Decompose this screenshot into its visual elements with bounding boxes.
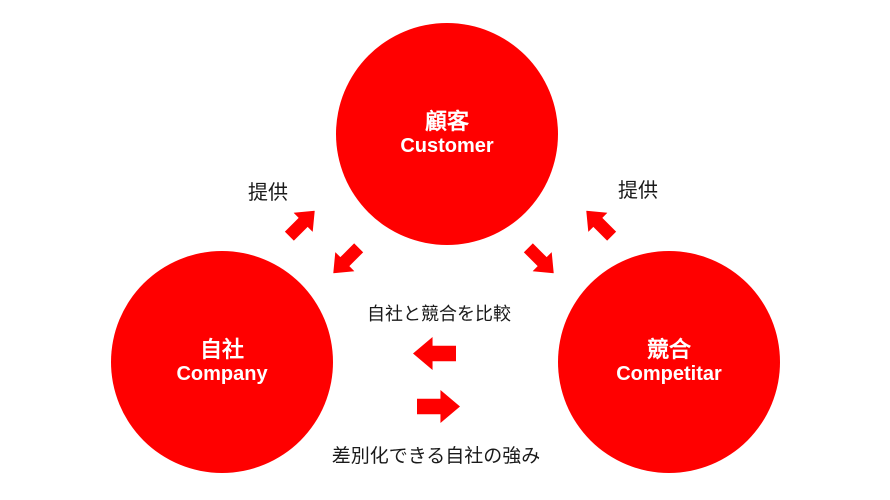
company-label-jp: 自社: [199, 337, 244, 362]
block-arrow-up-right-icon: [280, 201, 325, 246]
block-arrow-down-right-icon: [519, 238, 564, 283]
strength-label: 差別化できる自社の強み: [331, 446, 541, 467]
provide-label-right: 提供: [618, 180, 658, 202]
block-arrow-left-icon: [413, 337, 456, 370]
compare-label: 自社と競合を比較: [367, 304, 511, 324]
company-label-en: Company: [176, 363, 268, 385]
customer-circle: 顧客 Customer: [336, 23, 558, 245]
block-arrow-up-left-icon: [577, 201, 622, 246]
competitor-label-jp: 競合: [646, 337, 691, 362]
customer-label-jp: 顧客: [424, 109, 469, 134]
competitor-circle: 競合 Competitar: [558, 251, 780, 473]
company-circle: 自社 Company: [111, 251, 333, 473]
customer-label-en: Customer: [400, 135, 494, 157]
block-arrow-down-left-icon: [324, 238, 369, 283]
competitor-label-en: Competitar: [616, 363, 722, 385]
block-arrow-right-icon: [417, 390, 460, 423]
provide-label-left: 提供: [248, 182, 288, 204]
